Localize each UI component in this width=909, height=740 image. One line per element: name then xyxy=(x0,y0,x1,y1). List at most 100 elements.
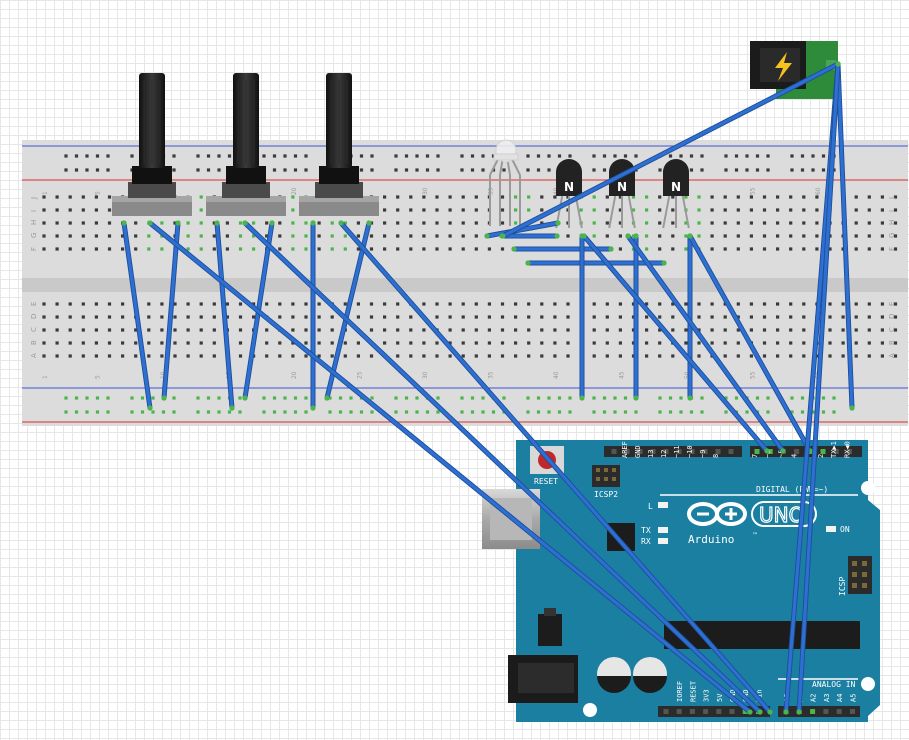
wire-end xyxy=(269,220,275,226)
breadboard-hole xyxy=(68,302,72,306)
breadboard-hole xyxy=(802,315,806,319)
breadboard-hole xyxy=(173,315,177,319)
wire xyxy=(339,221,772,714)
breadboard-hole xyxy=(697,221,701,225)
tx-led xyxy=(658,527,668,533)
row-letter-left: G xyxy=(30,233,38,238)
breadboard-hole xyxy=(815,195,819,199)
breadboard-hole xyxy=(94,328,98,332)
breadboard-hole xyxy=(383,302,387,306)
breadboard-hole xyxy=(404,168,409,172)
digital-pin-socket xyxy=(846,449,852,454)
potentiometer-body xyxy=(222,182,270,198)
breadboard-hole xyxy=(500,315,505,319)
breadboard-hole xyxy=(766,410,770,414)
breadboard-hole xyxy=(130,410,134,414)
voltage-regulator-tab xyxy=(544,608,556,616)
breadboard-hole xyxy=(160,221,164,225)
breadboard-hole xyxy=(94,221,98,225)
breadboard-hole xyxy=(68,247,72,251)
breadboard-hole xyxy=(196,410,200,414)
wire-end xyxy=(366,220,372,226)
breadboard-hole xyxy=(745,154,749,158)
breadboard-hole xyxy=(893,341,898,345)
wire-end xyxy=(511,246,517,252)
wire-end xyxy=(554,233,560,239)
breadboard-hole xyxy=(278,221,282,225)
breadboard-hole xyxy=(776,208,780,212)
breadboard-hole xyxy=(291,341,295,345)
breadboard-hole xyxy=(893,328,898,332)
wire-end xyxy=(764,448,770,454)
breadboard-hole xyxy=(461,195,465,199)
potentiometer-body xyxy=(128,182,176,198)
breadboard-hole xyxy=(832,410,836,414)
breadboard-hole xyxy=(658,168,662,172)
breadboard-hole xyxy=(566,354,570,358)
breadboard-hole xyxy=(199,328,203,332)
breadboard-hole xyxy=(789,354,793,358)
breadboard-hole xyxy=(217,410,221,414)
breadboard-hole xyxy=(700,154,704,158)
breadboard-hole xyxy=(668,396,673,400)
breadboard-hole xyxy=(811,168,815,172)
breadboard-hole xyxy=(55,302,59,306)
breadboard-hole xyxy=(134,354,138,358)
breadboard-hole xyxy=(723,234,727,238)
breadboard-hole xyxy=(106,396,110,400)
breadboard-hole xyxy=(723,354,727,358)
breadboard-hole xyxy=(461,302,465,306)
breadboard-hole xyxy=(199,208,203,212)
icsp-label: ICSP xyxy=(838,577,847,596)
icsp-header xyxy=(848,556,872,594)
breadboard-hole xyxy=(173,341,177,345)
icsp2-pin xyxy=(612,468,616,472)
breadboard-hole xyxy=(697,302,701,306)
wire-end xyxy=(310,220,316,226)
column-number-top: 60 xyxy=(815,187,822,195)
breadboard-channel xyxy=(22,278,908,292)
breadboard-hole xyxy=(658,208,662,212)
breadboard-hole xyxy=(697,354,701,358)
capacitor xyxy=(633,657,667,693)
breadboard-hole xyxy=(81,247,85,251)
tx-label: TX xyxy=(641,526,651,535)
transistor-body xyxy=(663,159,689,196)
breadboard-hole xyxy=(95,396,100,400)
breadboard-hole xyxy=(802,195,806,199)
breadboard-hole xyxy=(592,234,596,238)
breadboard-hole xyxy=(460,154,464,158)
potentiometer-collar xyxy=(226,166,266,184)
column-number-bottom: 1 xyxy=(42,375,49,379)
breadboard-hole xyxy=(749,302,753,306)
breadboard-hole xyxy=(697,195,701,199)
breadboard-hole xyxy=(893,302,898,306)
breadboard-hole xyxy=(130,154,134,158)
breadboard-hole xyxy=(383,221,387,225)
mounting-hole xyxy=(861,677,875,691)
uno-logo-frame xyxy=(751,501,817,527)
breadboard-hole xyxy=(470,154,475,158)
breadboard-hole xyxy=(42,354,46,358)
breadboard-hole xyxy=(723,195,727,199)
breadboard-hole xyxy=(474,354,478,358)
breadboard-hole xyxy=(147,328,151,332)
breadboard-hole xyxy=(409,328,413,332)
wire-end xyxy=(835,61,841,67)
breadboard-hole xyxy=(880,315,884,319)
breadboard-hole xyxy=(262,410,266,414)
potentiometer xyxy=(206,73,286,216)
row-letter-left: J xyxy=(30,197,38,200)
breadboard-hole xyxy=(55,328,59,332)
breadboard-hole xyxy=(645,234,649,238)
breadboard-hole xyxy=(186,354,190,358)
breadboard-hole xyxy=(514,341,518,345)
breadboard-hole xyxy=(710,234,714,238)
transistor-leg xyxy=(627,193,636,229)
breadboard-hole xyxy=(841,354,845,358)
breadboard-hole xyxy=(283,396,287,400)
breadboard-hole xyxy=(317,354,321,358)
breadboard-hole xyxy=(107,315,112,319)
breadboard-hole xyxy=(867,354,871,358)
